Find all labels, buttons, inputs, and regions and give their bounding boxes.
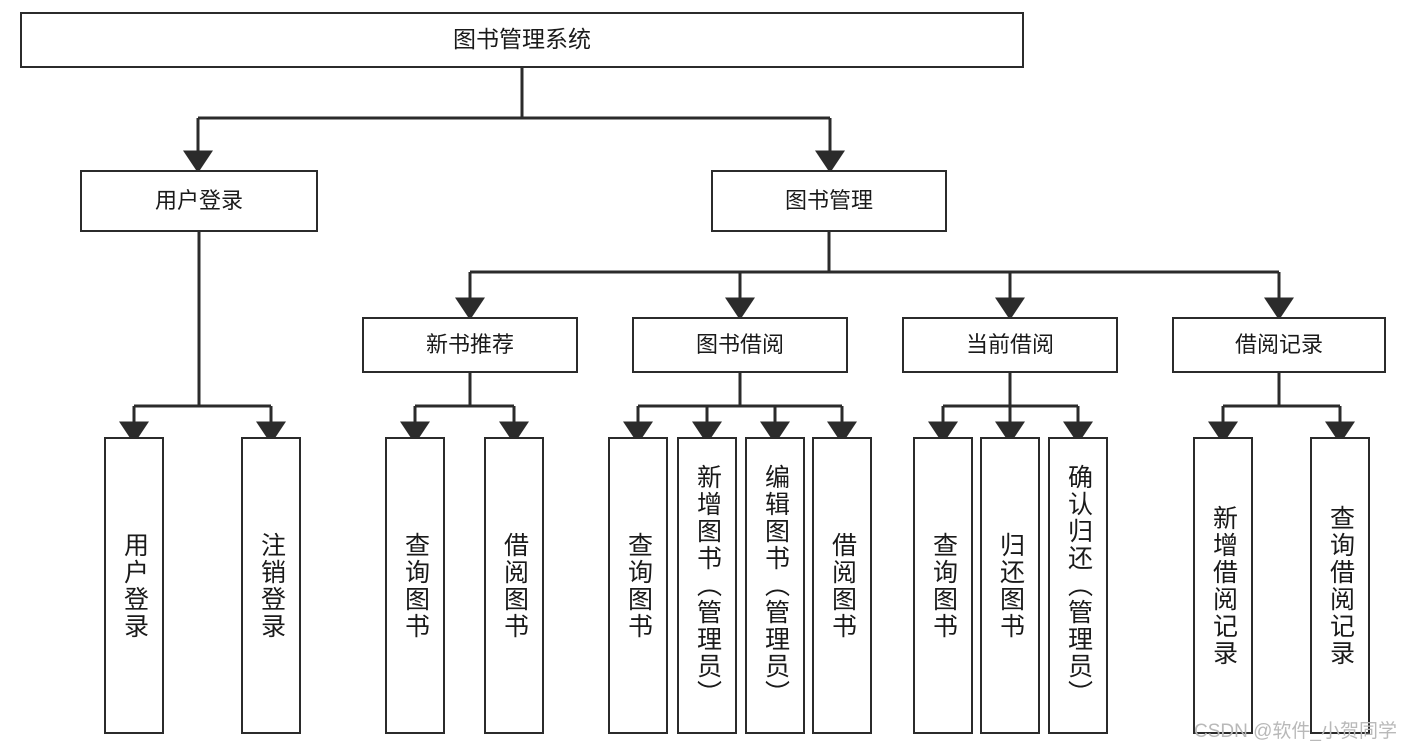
- leaf-query-book-1[interactable]: 查询图书: [385, 437, 445, 734]
- node-book-borrow[interactable]: 图书借阅: [632, 317, 848, 373]
- node-label: 借阅图书: [828, 531, 857, 640]
- node-label: 借阅图书: [500, 531, 529, 640]
- node-label: 用户登录: [120, 531, 149, 640]
- node-label: 查询图书: [401, 531, 430, 640]
- node-label: 查询图书: [624, 531, 653, 640]
- leaf-confirm-return-admin[interactable]: 确认归还（管理员）: [1048, 437, 1108, 734]
- node-label: 图书管理系统: [453, 26, 591, 53]
- node-label: 图书借阅: [695, 332, 784, 358]
- node-label: 注销登录: [257, 531, 286, 640]
- node-label: 图书管理: [784, 188, 873, 214]
- node-label: 新增借阅记录: [1209, 504, 1238, 667]
- node-label: 借阅记录: [1234, 332, 1323, 358]
- leaf-query-borrow-record[interactable]: 查询借阅记录: [1310, 437, 1370, 734]
- node-new-book-recommend[interactable]: 新书推荐: [362, 317, 578, 373]
- node-book-manage[interactable]: 图书管理: [711, 170, 947, 232]
- leaf-return-book[interactable]: 归还图书: [980, 437, 1040, 734]
- leaf-add-book-admin[interactable]: 新增图书（管理员）: [677, 437, 737, 734]
- leaf-add-borrow-record[interactable]: 新增借阅记录: [1193, 437, 1253, 734]
- node-label: 查询借阅记录: [1326, 504, 1355, 667]
- node-current-borrow[interactable]: 当前借阅: [902, 317, 1118, 373]
- node-borrow-record[interactable]: 借阅记录: [1172, 317, 1386, 373]
- leaf-user-login[interactable]: 用户登录: [104, 437, 164, 734]
- leaf-query-book-3[interactable]: 查询图书: [913, 437, 973, 734]
- leaf-logout[interactable]: 注销登录: [241, 437, 301, 734]
- leaf-borrow-book-1[interactable]: 借阅图书: [484, 437, 544, 734]
- node-label: 编辑图书（管理员）: [761, 464, 790, 707]
- node-label: 确认归还（管理员）: [1064, 464, 1093, 707]
- node-label: 用户登录: [154, 188, 243, 214]
- leaf-borrow-book-2[interactable]: 借阅图书: [812, 437, 872, 734]
- tree-connectors: [119, 68, 1355, 444]
- leaf-edit-book-admin[interactable]: 编辑图书（管理员）: [745, 437, 805, 734]
- node-label: 查询图书: [929, 531, 958, 640]
- node-label: 归还图书: [996, 531, 1025, 640]
- leaf-query-book-2[interactable]: 查询图书: [608, 437, 668, 734]
- node-label: 当前借阅: [965, 332, 1054, 358]
- node-root-system[interactable]: 图书管理系统: [20, 12, 1024, 68]
- node-user-login[interactable]: 用户登录: [80, 170, 318, 232]
- node-label: 新书推荐: [425, 332, 514, 358]
- node-label: 新增图书（管理员）: [693, 464, 722, 707]
